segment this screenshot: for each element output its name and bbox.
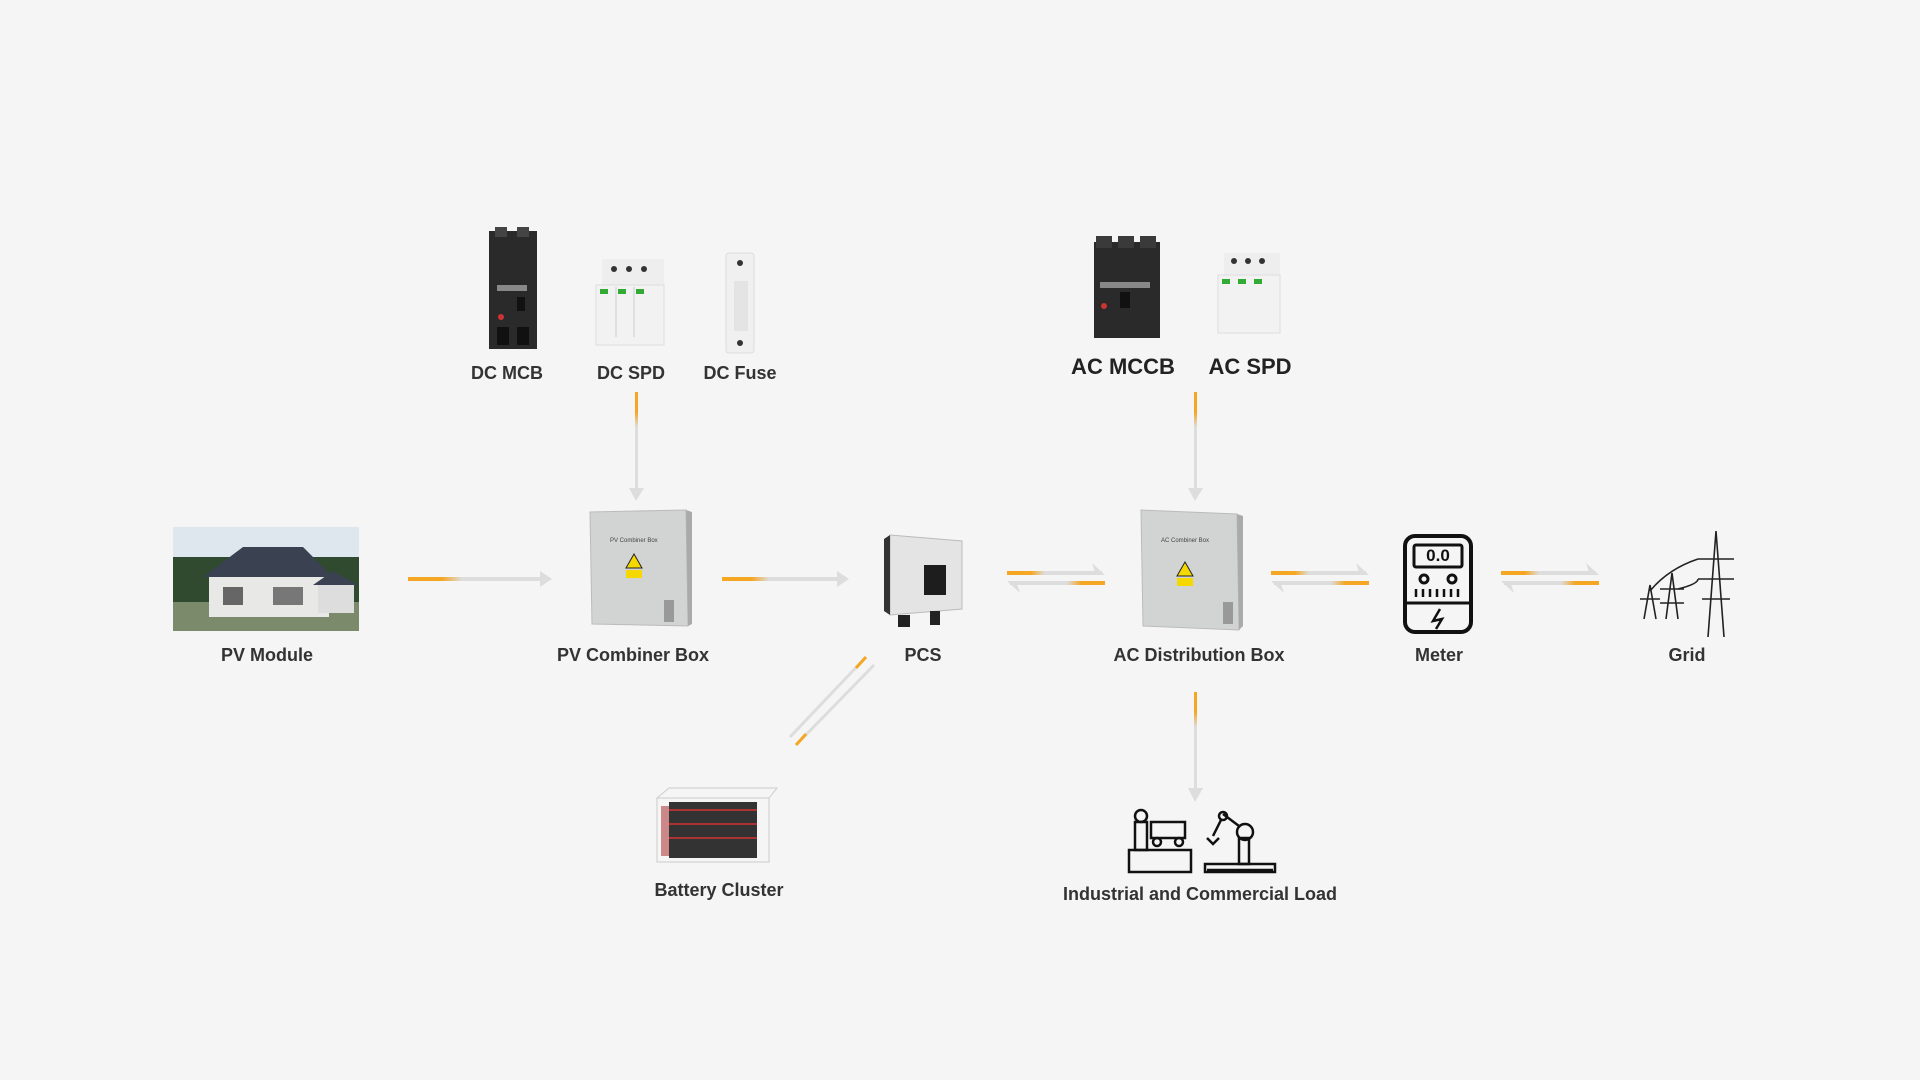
svg-text:AC Combiner Box: AC Combiner Box	[1161, 538, 1209, 544]
ac-mccb-image	[1090, 236, 1164, 345]
grid-tower-icon	[1638, 529, 1742, 644]
battery-cluster-label: Battery Cluster	[654, 880, 784, 900]
meter-display-value: 0.0	[1426, 546, 1450, 565]
battery-cluster-image	[653, 784, 779, 875]
dc-spd-image	[594, 257, 668, 354]
ac-spd-label: AC SPD	[1208, 354, 1292, 379]
pv-combiner-box-image: PV Combiner Box	[588, 508, 694, 633]
dc-mcb-image	[487, 227, 539, 356]
pcs-label: PCS	[904, 645, 942, 665]
arrow-distribution-to-load	[1188, 692, 1203, 802]
arrow-meter-grid-bidirectional	[1501, 563, 1599, 593]
grid-label: Grid	[1668, 645, 1706, 665]
arrow-pv-to-combiner	[408, 571, 552, 587]
pv-module-label: PV Module	[220, 645, 314, 665]
pv-module-image	[173, 527, 359, 636]
ac-distribution-box-label: AC Distribution Box	[1113, 645, 1285, 665]
pv-combiner-box-label: PV Combiner Box	[556, 645, 710, 665]
ac-spd-image	[1216, 251, 1284, 342]
arrow-pcs-distribution-bidirectional	[1007, 563, 1105, 593]
industrial-load-icon	[1127, 808, 1277, 879]
dc-spd-label: DC SPD	[596, 363, 666, 383]
arrow-ac-protection-to-distribution	[1188, 392, 1203, 501]
load-label: Industrial and Commercial Load	[1062, 884, 1338, 904]
dc-fuse-label: DC Fuse	[703, 363, 777, 383]
dc-fuse-image	[720, 251, 760, 360]
pcs-image	[878, 529, 968, 634]
arrow-dc-protection-to-combiner	[629, 392, 644, 501]
arrow-distribution-meter-bidirectional	[1271, 563, 1369, 593]
meter-label: Meter	[1414, 645, 1464, 665]
svg-text:PV Combiner Box: PV Combiner Box	[610, 538, 658, 544]
meter-icon: 0.0	[1402, 533, 1474, 640]
arrow-combiner-to-pcs	[722, 571, 849, 587]
ac-mccb-label: AC MCCB	[1071, 354, 1175, 379]
dc-mcb-label: DC MCB	[471, 363, 543, 383]
ac-distribution-box-image: AC Combiner Box	[1139, 508, 1245, 637]
arrow-pcs-battery-bidirectional	[788, 655, 876, 747]
